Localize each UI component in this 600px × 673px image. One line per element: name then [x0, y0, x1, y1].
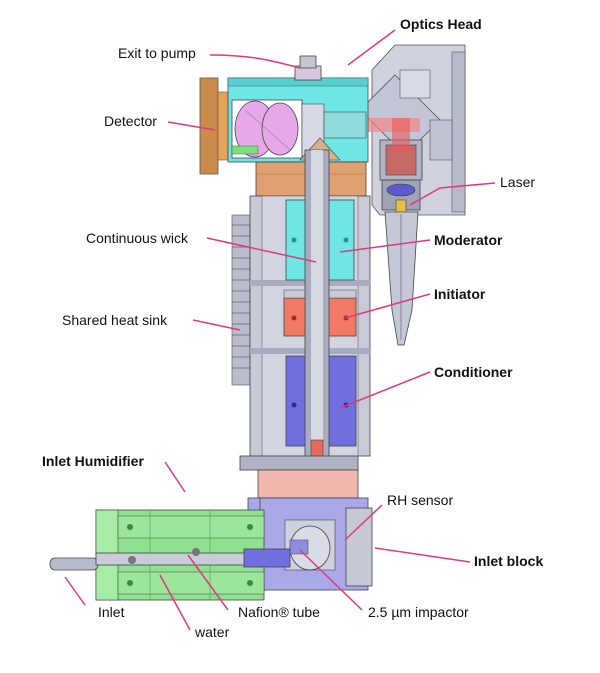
exit-pump-fitting: [294, 55, 322, 81]
leader-moderator: [339, 239, 431, 253]
leader-conditioner: [339, 371, 431, 409]
leader-inlet-block: [374, 547, 471, 563]
label-inlet-humidifier: Inlet Humidifier: [42, 453, 144, 469]
label-water: water: [195, 624, 230, 640]
leader-shared-heat-sink: [192, 319, 241, 331]
optics-cell: [227, 77, 369, 163]
leader-laser: [409, 182, 496, 206]
leader-inlet-humidifier: [164, 461, 186, 493]
leader-rh-sensor: [344, 504, 383, 541]
leader-detector: [167, 121, 216, 131]
leader-inlet: [64, 576, 86, 606]
heat-sink-fins: [231, 214, 251, 386]
leader-continuous-wick: [206, 237, 317, 263]
label-optics-head: Optics Head: [400, 16, 482, 32]
leader-water: [159, 574, 191, 631]
label-exit-to-pump: Exit to pump: [118, 45, 196, 61]
label-inlet-block: Inlet block: [474, 553, 544, 569]
label-continuous-wick: Continuous wick: [86, 230, 188, 246]
leader-nafion: [187, 554, 229, 611]
label-moderator: Moderator: [434, 232, 503, 248]
label-detector: Detector: [104, 113, 157, 129]
detector-plate: [199, 77, 219, 175]
label-impactor: 2.5 µm impactor: [368, 604, 469, 620]
leader-optics-head: [347, 29, 396, 66]
inlet-tube: [49, 548, 291, 571]
label-conditioner: Conditioner: [434, 364, 513, 380]
label-rh-sensor: RH sensor: [387, 492, 454, 508]
label-shared-heat-sink: Shared heat sink: [62, 312, 168, 328]
label-laser: Laser: [500, 174, 536, 190]
label-initiator: Initiator: [434, 286, 486, 302]
leader-impactor: [299, 549, 363, 611]
leader-lines: [64, 29, 496, 631]
inlet-block: [259, 497, 373, 591]
label-nafion-tube: Nafion® tube: [238, 604, 320, 620]
leader-exit-to-pump: [209, 54, 301, 69]
leader-initiator: [344, 293, 431, 319]
label-inlet: Inlet: [98, 604, 125, 620]
